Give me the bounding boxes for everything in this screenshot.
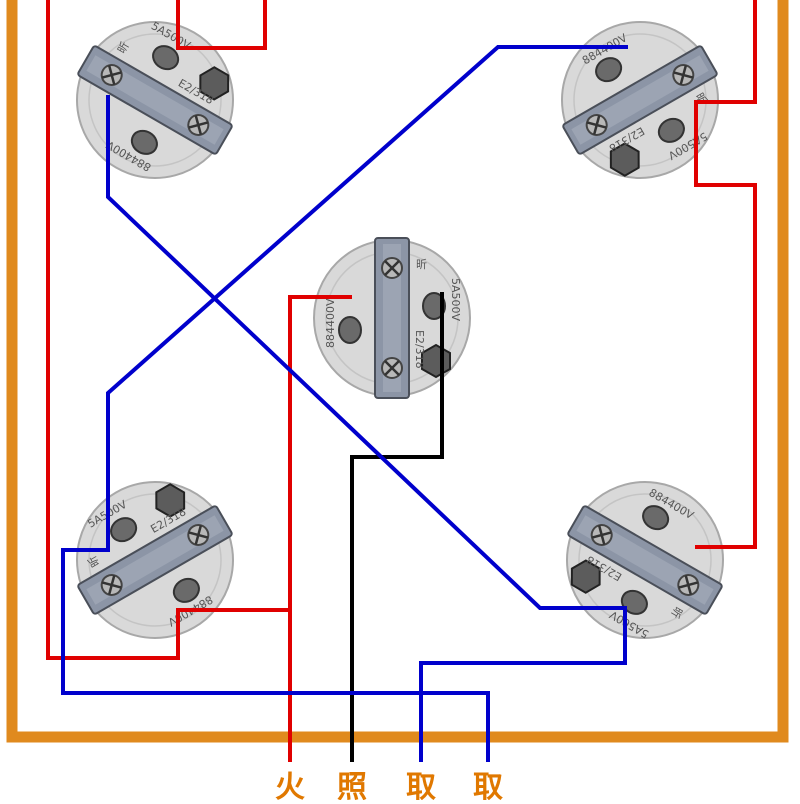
socket-rating-mark: 5A500V [449, 278, 462, 322]
bracket-screw-bottom [590, 524, 613, 546]
bracket-screw-top [677, 574, 700, 596]
hex-contact [155, 483, 186, 518]
terminal-right [620, 589, 648, 615]
bracket-screw-bottom [187, 524, 210, 546]
live-wire-main [288, 295, 352, 762]
bracket-screw-bottom [585, 114, 608, 136]
terminal-left [642, 505, 670, 531]
terminal-left [172, 577, 200, 603]
socket-code-mark: 884400V [324, 298, 337, 348]
terminal-label-live: 火 [275, 770, 305, 800]
bracket-screw-top [100, 64, 123, 86]
switched-wire [350, 292, 444, 762]
bracket-screw-bottom [187, 114, 210, 136]
hex-contact [609, 142, 640, 177]
bracket-screw-bottom [381, 357, 403, 379]
terminal-right [422, 292, 446, 320]
terminal-right [657, 117, 685, 143]
live-wire-right-side [694, 0, 757, 549]
bracket-screw-top [381, 257, 403, 279]
socket-model-mark: E2/318 [413, 330, 426, 369]
terminal-left [595, 57, 623, 83]
neutral-wire-diagonal-b [61, 45, 628, 762]
live-wire-top-left-loop [176, 0, 267, 50]
bracket-screw-top [100, 574, 123, 596]
hex-contact [570, 559, 601, 594]
live-wires [46, 0, 757, 762]
socket-brand-mark: 昕 [416, 258, 427, 271]
neutral-wires [61, 45, 628, 762]
terminal-right [152, 45, 180, 71]
terminal-right [110, 517, 138, 543]
terminal-label-neutral-2: 取 [473, 770, 503, 800]
neutral-wire-diagonal-a [106, 95, 627, 762]
hex-contact [199, 66, 230, 101]
enclosure-frame [6, 0, 789, 743]
terminal-label-switched: 照 [337, 770, 367, 800]
terminal-left [338, 316, 362, 344]
bracket-screw-top [672, 64, 695, 86]
terminal-label-neutral-1: 取 [406, 770, 436, 800]
terminal-left [130, 129, 158, 155]
lamp-socket-center: 昕 E2/318 5A500V 884400V [313, 237, 471, 399]
live-wire-to-bottom-left [46, 0, 290, 660]
